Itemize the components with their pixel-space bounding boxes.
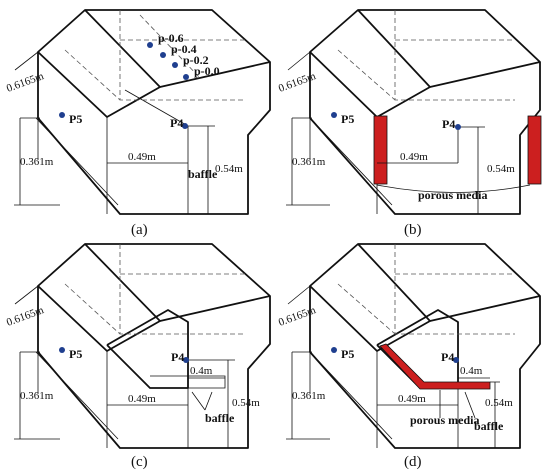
panel-a: 0.6165m 0.361m 0.49m 0.54m P5 P4 p-0.6 p…: [5, 9, 271, 238]
panel-c: 0.6165m 0.361m 0.49m 0.4m 0.54m P5 P4 ba…: [5, 243, 271, 470]
dimension-width: 0.6165m: [5, 285, 46, 329]
hidden-edges: [64, 10, 245, 101]
width-label: 0.6165m: [277, 304, 318, 329]
span-label: 0.49m: [398, 393, 426, 405]
dimension-span: 0.49m: [377, 151, 458, 164]
dimension-height: 0.361m: [14, 351, 60, 440]
hidden-edges: [64, 244, 245, 335]
dimension-baffle-height: 0.54m: [457, 126, 515, 214]
dimension-height: 0.361m: [286, 351, 330, 440]
probe-p4: [182, 123, 188, 129]
p5-label: P5: [341, 347, 354, 361]
dimension-width: 0.6165m: [277, 51, 318, 95]
p4-label: P4: [170, 116, 183, 130]
dimension-plate: 0.4m: [458, 365, 490, 379]
panel-b: 0.6165m 0.361m 0.49m 0.54m P5 P4 porous …: [277, 9, 542, 238]
porous-media-right: [527, 115, 542, 185]
porous-media-label: porous media: [410, 413, 479, 427]
porous-media-label: porous media: [418, 188, 487, 202]
width-label: 0.6165m: [5, 304, 46, 329]
width-label: 0.6165m: [5, 70, 46, 95]
plate-label: 0.4m: [190, 365, 213, 377]
baffle-label: baffle: [474, 419, 504, 433]
probe-p-0.0: [183, 74, 189, 80]
probe-p5: [59, 112, 65, 118]
caption-c: (c): [131, 454, 148, 470]
plate-label: 0.4m: [460, 365, 483, 377]
probe-p4: [453, 357, 459, 363]
baffle-height-label: 0.54m: [485, 397, 513, 409]
height-label: 0.361m: [292, 390, 326, 402]
probe-p-0.6: [147, 42, 153, 48]
span-label: 0.49m: [128, 393, 156, 405]
span-label: 0.49m: [400, 151, 428, 163]
probe-p4: [455, 124, 461, 130]
dimension-plate: 0.4m: [188, 365, 225, 379]
hidden-edges: [337, 10, 515, 101]
p-0.0-label: p-0.0: [194, 64, 220, 78]
height-label: 0.361m: [292, 156, 326, 168]
p-0.6-label: p-0.6: [158, 31, 184, 45]
baffle-label: baffle: [188, 167, 218, 181]
dimension-height: 0.361m: [14, 117, 60, 206]
tank-outline: [35, 9, 271, 215]
height-label: 0.361m: [20, 390, 54, 402]
dimension-height: 0.361m: [286, 117, 330, 206]
p5-label: P5: [69, 112, 82, 126]
dimension-baffle-height: 0.54m: [458, 381, 513, 449]
probe-p5: [331, 112, 337, 118]
probe-p4: [183, 357, 189, 363]
p4-label: P4: [442, 117, 455, 131]
dimension-span: 0.49m: [107, 393, 188, 406]
dimension-span: 0.49m: [107, 151, 188, 164]
p-0.2-label: p-0.2: [183, 53, 209, 67]
dimension-width: 0.6165m: [277, 285, 318, 329]
baffle-height-label: 0.54m: [487, 163, 515, 175]
probe-p5: [331, 347, 337, 353]
baffle-leader: [191, 391, 213, 411]
probe-p-0.4: [160, 52, 166, 58]
dimension-baffle-height: 0.54m: [188, 125, 243, 215]
baffle-label: baffle: [205, 411, 235, 425]
porous-media-left: [373, 115, 388, 185]
p5-label: P5: [69, 347, 82, 361]
p-0.4-label: p-0.4: [171, 42, 197, 56]
panel-d: 0.6165m 0.361m 0.49m 0.4m 0.54m P5 P4 po…: [277, 243, 541, 470]
caption-d: (d): [404, 454, 422, 470]
probe-p-0.2: [172, 62, 178, 68]
dimension-baffle-height: 0.54m: [188, 359, 260, 449]
hidden-edges: [337, 244, 515, 335]
baffle-leader: [464, 391, 476, 419]
baffle-height-label: 0.54m: [232, 397, 260, 409]
tank-outline: [35, 243, 271, 449]
height-label: 0.361m: [20, 156, 54, 168]
p5-label: P5: [341, 112, 354, 126]
caption-a: (a): [131, 222, 148, 238]
span-label: 0.49m: [128, 151, 156, 163]
p4-label: P4: [171, 350, 184, 364]
baffle-height-label: 0.54m: [215, 163, 243, 175]
caption-b: (b): [404, 222, 422, 238]
dimension-width: 0.6165m: [5, 51, 46, 95]
probe-p5: [59, 347, 65, 353]
p4-label: P4: [441, 350, 454, 364]
width-label: 0.6165m: [277, 70, 318, 95]
dimension-span: 0.49m: [377, 393, 458, 406]
